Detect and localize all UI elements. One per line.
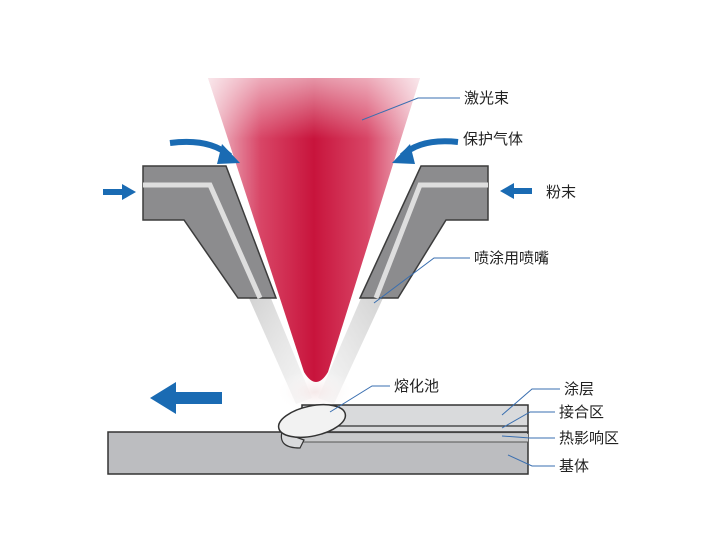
label-coating: 涂层 [564, 380, 595, 398]
label-shielding-gas: 保护气体 [463, 130, 524, 148]
label-nozzle: 喷涂用喷嘴 [474, 249, 550, 267]
arrow-icon [150, 382, 222, 414]
arrow-icon [500, 183, 514, 199]
label-heat-affected-zone: 热影响区 [559, 429, 620, 447]
label-bonding-zone: 接合区 [559, 403, 605, 421]
melt-pool [277, 403, 347, 439]
arrow-icon [122, 184, 136, 200]
nozzle-channel-left [143, 182, 263, 300]
label-melt-pool: 熔化池 [394, 377, 440, 395]
nozzle-channel-right [373, 182, 488, 299]
arrow-icon [392, 144, 415, 164]
label-laser-beam: 激光束 [464, 89, 510, 107]
melt-glow [275, 370, 355, 414]
heat-affected-zone [300, 434, 528, 442]
leader-lines [329, 97, 560, 467]
nozzle-right [358, 165, 489, 299]
laser-beam-fade [208, 78, 420, 382]
label-substrate: 基体 [559, 457, 590, 475]
label-powder: 粉末 [546, 183, 577, 201]
arrow-icon [217, 144, 240, 164]
